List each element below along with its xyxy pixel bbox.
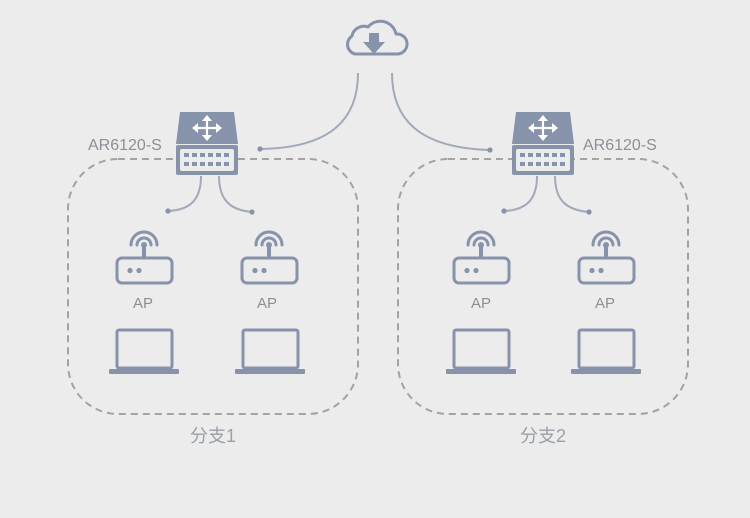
laptop-icon [444, 328, 518, 376]
laptop-icon [233, 328, 307, 376]
router-label: AR6120-S [583, 137, 657, 154]
wireless-ap-icon [577, 230, 636, 285]
laptop-icon [569, 328, 643, 376]
branch-boundary [67, 158, 359, 415]
branch-boundary [397, 158, 689, 415]
wireless-ap-icon [452, 230, 511, 285]
downlink-lines [503, 175, 590, 213]
uplink-lines [259, 72, 491, 151]
router-icon [174, 110, 240, 177]
ap-label: AP [257, 295, 277, 312]
branch-label: 分支2 [520, 426, 566, 446]
cloud-download-icon [346, 19, 409, 56]
router-label: AR6120-S [88, 137, 162, 154]
downlink-lines [167, 175, 253, 213]
laptop-icon [107, 328, 181, 376]
ap-label: AP [471, 295, 491, 312]
wireless-ap-icon [115, 230, 174, 285]
ap-label: AP [133, 295, 153, 312]
wireless-ap-icon [240, 230, 299, 285]
branch-2: AR6120-S AP AP 分支2 [397, 110, 689, 446]
branch-1: AR6120-S AP AP 分支1 [67, 110, 359, 446]
ap-label: AP [595, 295, 615, 312]
branch-label: 分支1 [190, 426, 236, 446]
router-icon [510, 110, 576, 177]
